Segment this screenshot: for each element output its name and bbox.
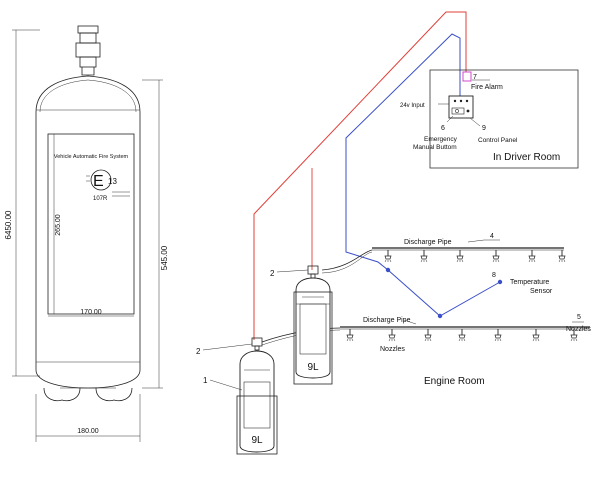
nozzle-icon <box>532 329 540 342</box>
temperature-sensor-icon <box>385 267 391 273</box>
temp-sensor-label-line2: Sensor <box>530 288 553 295</box>
input-24v-label: 24v Input <box>400 103 425 109</box>
temperature-sensor-icon <box>437 313 443 319</box>
nozzle-icon <box>456 250 464 263</box>
dim-total-height-label: 6450.00 <box>4 210 13 239</box>
callout-9: 9 <box>482 125 486 132</box>
callout-6: 6 <box>441 125 445 132</box>
nozzles-lower-label: Nozzles <box>380 346 405 353</box>
emergency-label-line2: Manual Buttom <box>413 144 457 151</box>
driver-room-panel: 7 Fire Alarm 24v Input 6 Emergency Manua… <box>400 69 579 169</box>
dimension-body-width: 180.00 <box>35 394 141 442</box>
callout-8: 8 <box>492 272 496 279</box>
callout-2b: 2 <box>196 347 201 356</box>
sensor-wire <box>345 33 501 317</box>
label-system-name: Vehicle Automatic Fire System <box>54 154 129 160</box>
dim-cylinder-height-label: 545.00 <box>160 245 169 270</box>
dim-label-height-label: 265.00 <box>55 214 62 236</box>
fire-alarm-label: Fire Alarm <box>471 84 503 91</box>
dimension-cylinder-height: 545.00 <box>142 79 169 389</box>
cylinder-small: 9L <box>236 337 278 455</box>
nozzle-icon <box>458 329 466 342</box>
nozzle-icon <box>424 329 432 342</box>
nozzle-icon <box>494 329 502 342</box>
emergency-label-line1: Emergency <box>424 136 458 143</box>
temperature-sensors: 8 Temperature Sensor <box>385 267 553 319</box>
upper-discharge-pipe: Discharge Pipe 4 <box>321 233 566 274</box>
e-mark-code: 107R <box>93 196 108 202</box>
nozzle-icon <box>492 250 500 263</box>
cylinder-large: 9L <box>293 265 333 385</box>
lower-discharge-pipe: Discharge Pipe 5 Nozzles Nozzles <box>261 314 591 353</box>
nozzle-icon <box>384 250 392 263</box>
e-mark-number: 13 <box>108 177 117 186</box>
callout-2a: 2 <box>270 269 275 278</box>
dim-body-width-label: 180.00 <box>77 428 99 435</box>
cylinder-body <box>35 75 141 402</box>
nozzle-icon <box>570 329 578 342</box>
callout-1: 1 <box>203 376 208 385</box>
e-mark-letter: E <box>93 173 104 190</box>
cylinder-valve <box>75 25 101 76</box>
control-panel-label: Control Panel <box>478 137 518 144</box>
control-panel-box <box>448 95 474 119</box>
lower-discharge-pipe-label: Discharge Pipe <box>363 317 411 324</box>
fire-alarm-indicator <box>462 71 472 82</box>
nozzle-icon <box>388 329 396 342</box>
nozzle-icon <box>528 250 536 263</box>
alarm-wire <box>253 11 467 340</box>
dimension-total-height: 6450.00 <box>4 29 40 377</box>
callout-4: 4 <box>490 233 494 240</box>
cylinder-label-panel: Vehicle Automatic Fire System E 13 107R … <box>47 133 135 317</box>
callout-5: 5 <box>577 314 581 321</box>
driver-room-label: In Driver Room <box>493 152 560 163</box>
nozzles-right-label: Nozzles <box>566 326 591 333</box>
nozzle-icon <box>558 250 566 263</box>
upper-discharge-pipe-label: Discharge Pipe <box>404 239 452 246</box>
temperature-sensor-icon <box>497 279 503 285</box>
e-mark-icon: E 13 <box>86 169 130 197</box>
cylinder-small-volume: 9L <box>251 435 263 446</box>
cylinder-large-volume: 9L <box>307 362 319 373</box>
callout-7: 7 <box>473 74 477 81</box>
nozzle-icon <box>420 250 428 263</box>
engine-room-label: Engine Room <box>424 376 485 387</box>
dim-label-width-label: 170.00 <box>80 309 102 316</box>
nozzle-icon <box>346 329 354 342</box>
temp-sensor-label-line1: Temperature <box>510 279 549 286</box>
cylinder-technical-drawing: 6450.00 545.00 <box>4 25 169 442</box>
